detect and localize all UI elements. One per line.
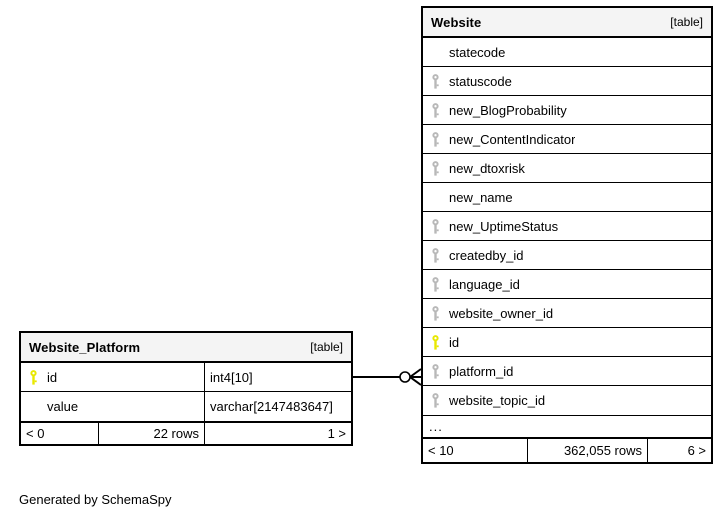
table-website-title: Website (431, 14, 482, 30)
foreign-key-icon (431, 276, 449, 292)
no-key-spacer (29, 399, 47, 415)
table-column-row[interactable]: new_name (423, 183, 711, 212)
table-column-row[interactable]: statecode (423, 38, 711, 67)
table-website-platform-footer-children[interactable]: 1 > (204, 423, 351, 444)
table-website-platform-header: Website_Platform [table] (21, 333, 351, 363)
table-website-footer-rowcount: 362,055 rows (527, 439, 647, 462)
table-website-platform-footer-rowcount: 22 rows (98, 423, 204, 444)
column-name-label: platform_id (449, 363, 514, 379)
column-name-cell: createdby_id (423, 247, 711, 263)
column-name-label: id (47, 369, 58, 385)
table-column-row[interactable]: statuscode (423, 67, 711, 96)
no-key-spacer (431, 189, 449, 205)
column-name-cell: platform_id (423, 363, 711, 379)
table-column-row[interactable]: new_BlogProbability (423, 96, 711, 125)
table-website-footer-children[interactable]: 6 > (647, 439, 711, 462)
foreign-key-icon (431, 160, 449, 176)
table-website-footer-parents[interactable]: < 10 (428, 443, 454, 458)
table-column-row[interactable]: website_topic_id (423, 386, 711, 415)
foreign-key-icon (431, 247, 449, 263)
table-website-header: Website [table] (423, 8, 711, 38)
no-key-spacer (431, 44, 449, 60)
column-name-cell: statuscode (423, 73, 711, 89)
column-name-label: createdby_id (449, 247, 524, 263)
column-name-cell: website_topic_id (423, 393, 711, 409)
column-name-label: statecode (449, 44, 506, 60)
column-type-cell: int4[10] (204, 363, 351, 391)
foreign-key-icon (431, 393, 449, 409)
foreign-key-icon (431, 218, 449, 234)
column-name-label: statuscode (449, 73, 512, 89)
column-name-label: new_UptimeStatus (449, 218, 559, 234)
table-column-row[interactable]: language_id (423, 270, 711, 299)
primary-key-icon (431, 334, 449, 350)
table-column-row[interactable]: id (423, 328, 711, 357)
table-website[interactable]: Website [table] statecode statuscode new_B… (421, 6, 713, 464)
column-name-label: website_owner_id (449, 305, 554, 321)
primary-key-icon (29, 369, 47, 385)
column-name-cell: new_UptimeStatus (423, 218, 711, 234)
table-column-row[interactable]: website_owner_id (423, 299, 711, 328)
column-name-label: new_dtoxrisk (449, 160, 525, 176)
column-name-cell: new_dtoxrisk (423, 160, 711, 176)
foreign-key-icon (431, 131, 449, 147)
column-type-cell: varchar[2147483647] (204, 392, 351, 421)
table-website-kind: [table] (670, 15, 703, 29)
table-column-row[interactable]: platform_id (423, 357, 711, 386)
column-name-cell: language_id (423, 276, 711, 292)
column-name-cell: statecode (423, 44, 711, 60)
relationship-connector-website-platform-to-website (351, 368, 422, 386)
table-column-row[interactable]: new_dtoxrisk (423, 154, 711, 183)
column-name-label: value (47, 399, 79, 414)
column-name-cell: id (423, 334, 711, 350)
diagram-caption: Generated by SchemaSpy (19, 492, 172, 507)
foreign-key-icon (431, 73, 449, 89)
foreign-key-icon (431, 363, 449, 379)
column-name-label: language_id (449, 276, 520, 292)
column-name-label: new_ContentIndicator (449, 131, 576, 147)
column-name-cell: new_ContentIndicator (423, 131, 711, 147)
table-website-platform-kind: [table] (310, 340, 343, 354)
table-website-footer: < 10 362,055 rows 6 > (423, 439, 711, 462)
foreign-key-icon (431, 305, 449, 321)
column-name-cell: new_name (423, 189, 711, 205)
table-column-row[interactable]: new_ContentIndicator (423, 125, 711, 154)
table-website-platform-footer: < 0 22 rows 1 > (21, 421, 351, 444)
table-website-more-indicator: ... (423, 415, 711, 439)
table-column-row[interactable]: new_UptimeStatus (423, 212, 711, 241)
table-website-platform-columns: id int4[10] value varchar[2147483647] (21, 363, 351, 421)
column-name-cell: new_BlogProbability (423, 102, 711, 118)
table-website-platform-title: Website_Platform (29, 339, 141, 355)
column-name-label: new_BlogProbability (449, 102, 567, 118)
column-name-cell: id (21, 369, 204, 385)
foreign-key-icon (431, 102, 449, 118)
table-column-row[interactable]: createdby_id (423, 241, 711, 270)
table-column-row[interactable]: value varchar[2147483647] (21, 392, 351, 421)
column-name-cell: website_owner_id (423, 305, 711, 321)
column-name-label: new_name (449, 189, 513, 205)
column-name-cell: value (21, 399, 204, 415)
table-column-row[interactable]: id int4[10] (21, 363, 351, 392)
table-website-platform-footer-parents[interactable]: < 0 (26, 426, 45, 441)
column-name-label: website_topic_id (449, 393, 546, 408)
column-name-label: id (449, 334, 460, 350)
